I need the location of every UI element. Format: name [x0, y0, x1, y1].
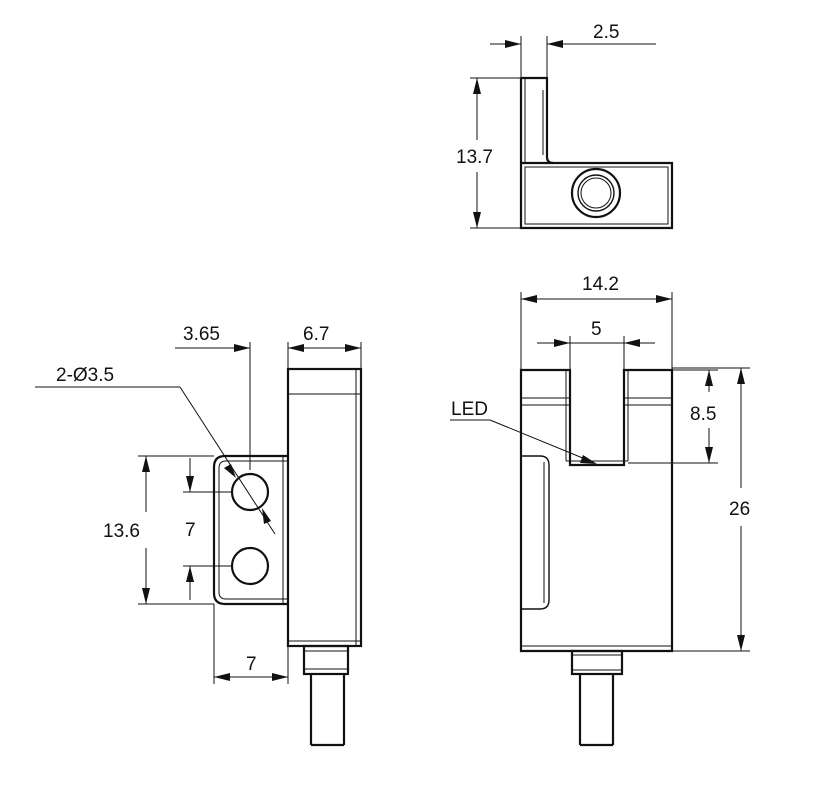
- side-view-body: [286, 367, 363, 648]
- dim-total-height: 26: [729, 499, 750, 520]
- dim-slot-depth: 8.5: [690, 404, 716, 425]
- dim-top-width: 2.5: [593, 22, 619, 43]
- dim-slot-width: 5: [591, 319, 602, 340]
- dim-top-height: 13.7: [456, 147, 493, 168]
- top-view-outline: [519, 78, 674, 230]
- dim-hole-spacing: 7: [185, 520, 196, 541]
- dim-front-width: 14.2: [582, 274, 619, 295]
- side-view: 3.65 6.7 2-Ø3.5 7 13.6 7: [35, 324, 363, 747]
- dim-side-offset: 3.65: [183, 324, 220, 345]
- mounting-hole-icon: [230, 546, 270, 586]
- mounting-flange: [212, 454, 288, 606]
- dim-side-width: 6.7: [303, 324, 329, 345]
- mounting-hole-icon: [230, 472, 270, 512]
- dim-mount-height: 13.6: [103, 521, 140, 542]
- connector: [570, 649, 624, 676]
- led-label: LED: [451, 399, 488, 420]
- dim-flange-width: 7: [246, 654, 257, 675]
- side-connector: [302, 644, 350, 676]
- led-lens-icon: [570, 167, 622, 219]
- front-view: 14.2 5 8.5 26 LED: [450, 274, 750, 747]
- top-view: 2.5 13.7: [456, 22, 674, 230]
- dim-hole-diameter: 2-Ø3.5: [56, 365, 114, 386]
